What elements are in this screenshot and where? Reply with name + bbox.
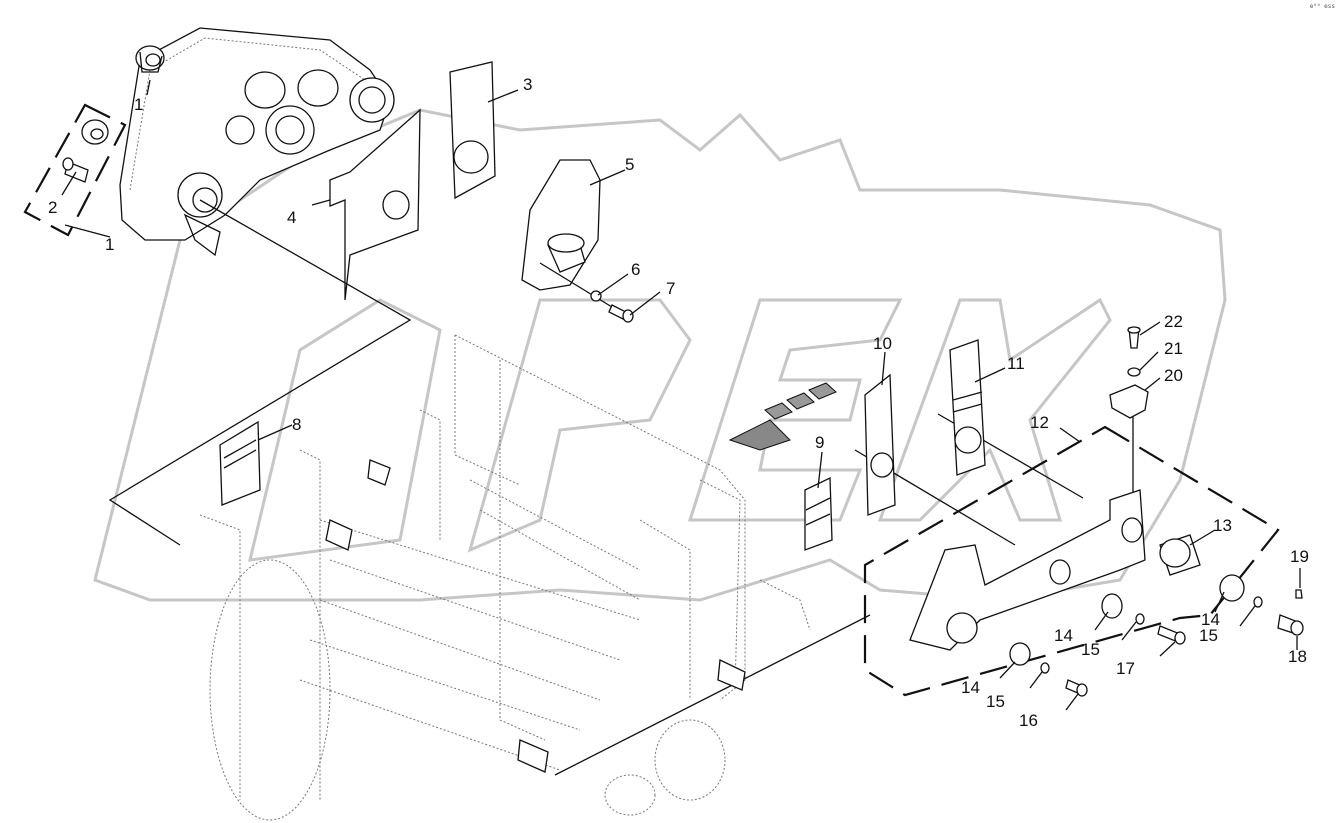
- callout-18: 18: [1288, 647, 1307, 666]
- callout-9: 9: [815, 433, 824, 452]
- part-9-plate: [804, 476, 833, 551]
- part-8-plate: [219, 420, 261, 506]
- callout-15-left: 15: [986, 692, 1005, 711]
- callout-12: 12: [1030, 413, 1049, 432]
- part-1-kit: [23, 103, 127, 237]
- part-5-guard: [521, 159, 601, 291]
- callout-21: 21: [1164, 339, 1183, 358]
- callout-15-middle: 15: [1081, 640, 1100, 659]
- callout-6: 6: [631, 260, 640, 279]
- part-10-plate: [864, 373, 896, 516]
- callout-8: 8: [292, 415, 301, 434]
- leader-lines: [61, 79, 1301, 711]
- callout-13: 13: [1213, 516, 1232, 535]
- part-1-bush: [135, 45, 165, 73]
- part-4-plate: [329, 108, 421, 301]
- callout-7: 7: [666, 279, 675, 298]
- callout-3: 3: [523, 75, 532, 94]
- callout-10: 10: [873, 334, 892, 353]
- parts-6-7-fasteners: [539, 262, 634, 323]
- drawing-code: e⁰⁰ ess: [1309, 3, 1335, 10]
- callout-14-middle: 14: [1054, 626, 1073, 645]
- part-12-kit: [863, 425, 1280, 697]
- part-11-plate: [949, 339, 986, 476]
- callout-1-kit: 1: [105, 235, 114, 254]
- callout-11: 11: [1007, 354, 1025, 373]
- callout-labels: 1 1 2 3 4 5 6 7 8 9 10 11 12 13 14 14 14…: [48, 75, 1309, 730]
- callout-14-left: 14: [961, 678, 980, 697]
- callout-20: 20: [1164, 366, 1183, 385]
- callout-15-right: 15: [1199, 626, 1218, 645]
- part-3-cover: [449, 61, 496, 200]
- callout-4: 4: [287, 208, 296, 227]
- parts-20-22-clamp: [1109, 326, 1149, 419]
- callout-22: 22: [1164, 312, 1183, 331]
- direction-arrow-icon: [728, 382, 837, 451]
- callout-5: 5: [625, 155, 634, 174]
- opex-watermark: [93, 108, 1227, 602]
- callout-2: 2: [48, 198, 57, 217]
- callout-14-right: 14: [1201, 610, 1220, 629]
- callout-16: 16: [1019, 711, 1038, 730]
- gearbox-assembly: [119, 27, 395, 257]
- callout-19: 19: [1290, 547, 1309, 566]
- callout-17: 17: [1116, 659, 1135, 678]
- callout-1-top: 1: [134, 95, 143, 114]
- machine-frame: [199, 334, 811, 821]
